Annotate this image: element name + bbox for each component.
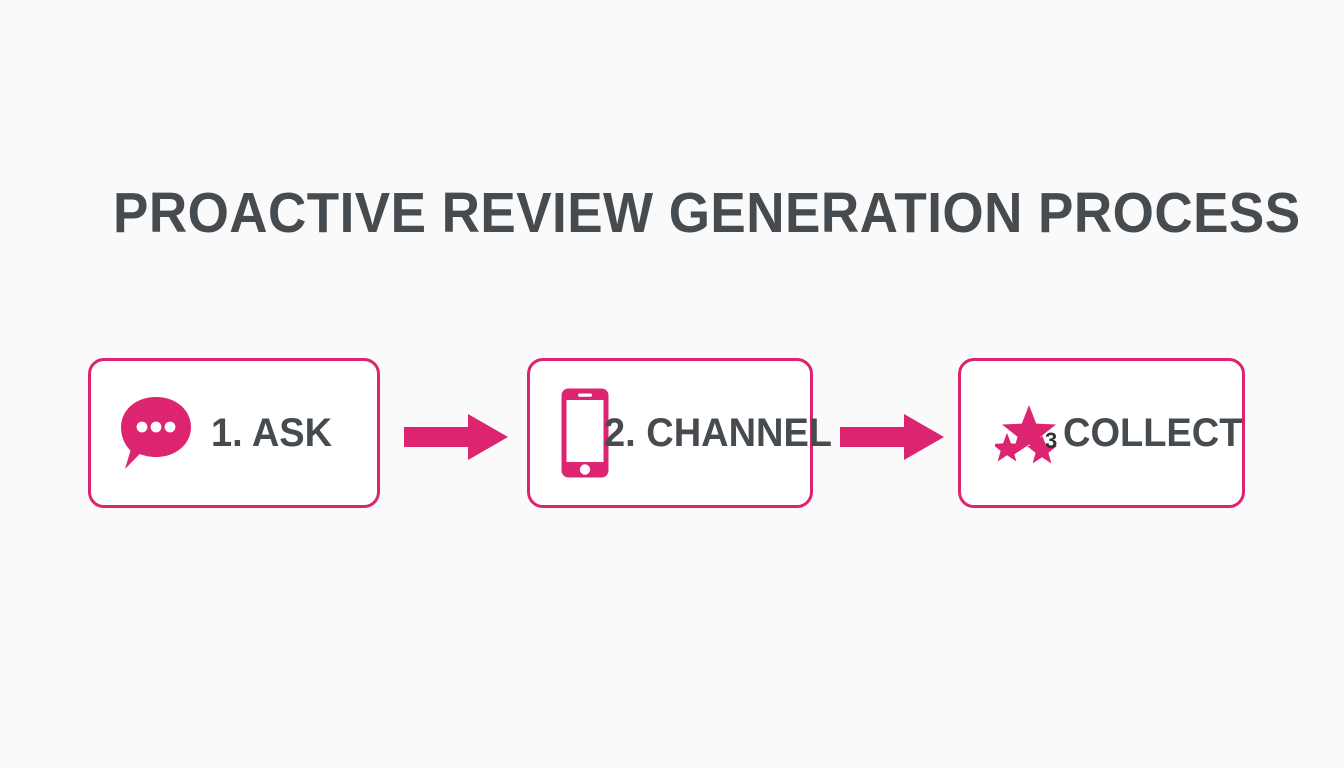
page-title: PROACTIVE REVIEW GENERATION PROCESS [113,181,1301,245]
arrow-right-icon [840,414,944,460]
smartphone-icon [560,387,610,479]
step-box-collect[interactable]: 3 COLLECT [958,358,1245,508]
step-number-collect: 3 [1045,428,1058,453]
step-content-collect: 3 COLLECT [961,403,1243,464]
three-stars-icon [992,403,1059,464]
step-content-channel: 2. CHANNEL [530,387,832,479]
speech-bubble-icon [117,393,195,473]
step-content-ask: 1. ASK [91,393,377,473]
step-label-ask: 1. ASK [211,410,333,455]
process-flow: 1. ASK 2. CHANNEL [0,358,1344,510]
step-label-channel: 2. CHANNEL [604,410,833,455]
step-box-channel[interactable]: 2. CHANNEL [527,358,832,508]
arrow-right-icon [404,414,508,460]
step-box-ask[interactable]: 1. ASK [88,358,380,508]
step-label-collect: COLLECT [1063,410,1243,455]
